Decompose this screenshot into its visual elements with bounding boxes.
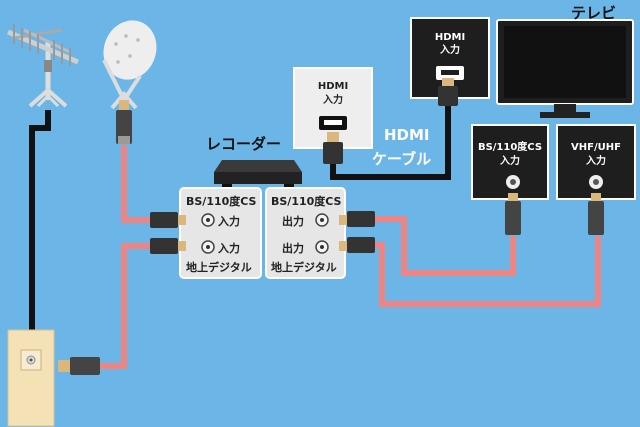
satellite-to-bs-input-cable bbox=[121, 145, 165, 223]
output-panel-terrestrial-label: 地上デジタル bbox=[271, 261, 337, 274]
output-panel-bs-port-label: 出力 bbox=[282, 215, 304, 228]
input-panel-terrestrial-label: 地上デジタル bbox=[186, 261, 252, 274]
tv-vhf-label-line1: VHF/UHF bbox=[571, 142, 621, 153]
recorder-icon bbox=[214, 160, 302, 187]
tv-title: テレビ bbox=[571, 4, 617, 22]
tv-hdmi-label-line2: 入力 bbox=[440, 45, 460, 56]
tv-bs-label-line2: 入力 bbox=[500, 156, 520, 167]
terrestrial-output-plug-icon bbox=[339, 237, 375, 253]
tv-vhf-plug-icon bbox=[588, 193, 604, 235]
hdmi-cable-line bbox=[330, 102, 451, 180]
bs-output-to-tv-cable bbox=[372, 216, 516, 276]
input-panel-bs-label: BS/110度CS bbox=[186, 195, 257, 208]
hdmi-cable-label-line2: ケーブル bbox=[372, 150, 432, 168]
bs-output-plug-icon bbox=[339, 211, 375, 227]
input-panel-terrestrial-port-label: 入力 bbox=[218, 242, 240, 255]
tv-bs-label-line1: BS/110度CS bbox=[477, 142, 543, 153]
tv-vhf-label-line2: 入力 bbox=[586, 156, 606, 167]
recorder-input-panel bbox=[179, 187, 262, 279]
wall-outlet-icon bbox=[7, 329, 55, 427]
uhf-antenna-icon bbox=[7, 24, 79, 108]
recorder-output-panel bbox=[265, 187, 346, 279]
tv-bs-plug-icon bbox=[505, 193, 521, 235]
output-panel-terrestrial-port-label: 出力 bbox=[282, 242, 304, 255]
satellite-connector-icon bbox=[116, 100, 132, 144]
terrestrial-input-plug-icon bbox=[150, 238, 186, 254]
satellite-dish-icon bbox=[102, 20, 157, 110]
recorder-hdmi-plug-icon bbox=[323, 132, 343, 164]
antenna-to-wall-cable bbox=[29, 110, 51, 332]
hdmi-cable-label-line1: HDMI bbox=[384, 126, 430, 144]
tv-hdmi-label-line1: HDMI bbox=[434, 32, 466, 43]
wall-outlet-connector-icon bbox=[58, 357, 100, 375]
tv-icon bbox=[496, 19, 634, 118]
recorder-title: レコーダー bbox=[206, 135, 282, 153]
terrestrial-output-to-tv-cable bbox=[372, 236, 601, 307]
tv-bs-input-box bbox=[471, 124, 549, 200]
input-panel-bs-port-label: 入力 bbox=[218, 215, 240, 228]
tv-hdmi-plug-icon bbox=[438, 78, 458, 106]
bs-input-plug-icon bbox=[150, 212, 186, 228]
output-panel-bs-label: BS/110度CS bbox=[271, 195, 342, 208]
recorder-hdmi-label-line2: 入力 bbox=[323, 95, 343, 106]
wall-to-terrestrial-input-cable bbox=[100, 243, 165, 369]
recorder-hdmi-label-line1: HDMI bbox=[317, 81, 349, 92]
